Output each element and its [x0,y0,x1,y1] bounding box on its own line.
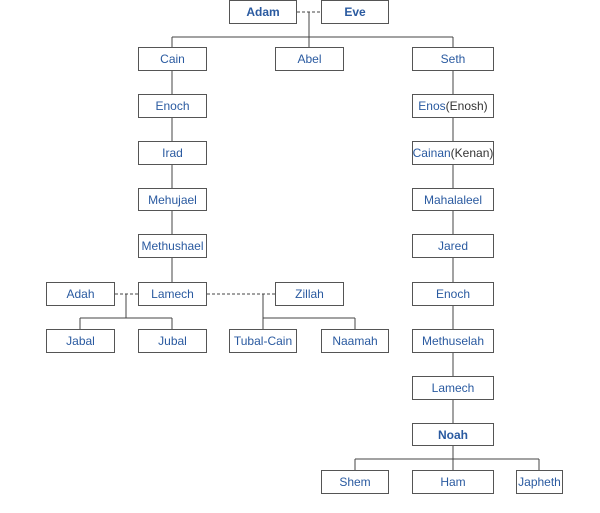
person-name: Jubal [158,334,187,348]
person-name: Jabal [66,334,95,348]
person-node-lamech-seth: Lamech [412,376,494,400]
person-node-seth: Seth [412,47,494,71]
person-name: Methuselah [421,334,485,348]
person-node-cainan: Cainan(Kenan) [412,141,494,165]
person-name: Lamech [151,287,194,301]
person-node-japheth: Japheth [516,470,563,494]
person-name: Mahalaleel [423,192,483,207]
person-name: Noah [438,427,468,442]
person-node-jubal: Jubal [138,329,207,353]
person-name: Lamech [431,381,475,395]
person-name: Ham [440,475,466,489]
person-node-mahalaleel: Mahalaleel [412,188,494,211]
person-name: Enoch [155,99,190,113]
person-node-methushael: Methushael [138,234,207,258]
person-node-enos: Enos(Enosh) [412,94,494,118]
person-node-adam: Adam [229,0,297,24]
person-node-jared: Jared [412,234,494,258]
person-node-methuselah: Methuselah [412,329,494,353]
person-node-cain: Cain [138,47,207,71]
person-name: Enoch [435,287,471,301]
person-name: Enos [418,99,446,113]
person-name: Adah [66,287,95,301]
person-name: Adam [246,5,280,19]
person-node-zillah: Zillah [275,282,344,306]
person-node-naamah: Naamah [321,329,389,353]
person-name: Jared [437,239,469,253]
person-node-lamech-cain: Lamech [138,282,207,306]
person-name: Seth [440,52,466,66]
person-node-irad: Irad [138,141,207,165]
person-name: Zillah [295,287,324,301]
person-name: Naamah [332,334,378,348]
person-name: Abel [297,52,322,66]
person-node-tubal-cain: Tubal-Cain [229,329,297,353]
person-name: Shem [339,475,371,489]
person-alt-name: (Kenan) [450,146,494,160]
person-node-jabal: Jabal [46,329,115,353]
person-node-shem: Shem [321,470,389,494]
person-name: Japheth [518,475,561,489]
person-node-mehujael: Mehujael [138,188,207,211]
person-alt-name: (Enosh) [445,99,488,113]
person-node-adah: Adah [46,282,115,306]
person-name: Cain [160,52,185,66]
person-node-enoch-seth: Enoch [412,282,494,306]
person-name: Irad [162,146,183,160]
person-node-ham: Ham [412,470,494,494]
person-name: Mehujael [148,192,197,207]
person-name: Cainan [412,146,451,160]
person-name: Eve [344,5,366,19]
person-node-eve: Eve [321,0,389,24]
person-name: Methushael [141,239,204,253]
person-node-enoch-cain: Enoch [138,94,207,118]
person-node-abel: Abel [275,47,344,71]
person-name: Tubal-Cain [233,334,293,348]
person-node-noah: Noah [412,423,494,446]
